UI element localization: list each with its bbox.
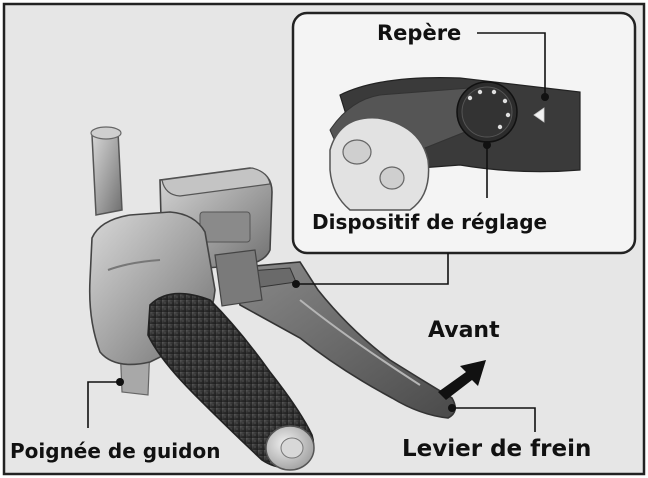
leader-dots (116, 93, 549, 412)
reference-mark (533, 107, 545, 123)
label-mark: Repère (377, 21, 461, 45)
label-forward: Avant (428, 318, 500, 343)
label-brake-lever: Levier de frein (402, 436, 591, 462)
inset-detail (291, 11, 637, 255)
label-adjuster: Dispositif de réglage (312, 210, 547, 234)
leader-lines (87, 32, 546, 432)
handlebar-grip (147, 292, 315, 471)
handlebar-tube (90, 126, 151, 396)
label-handlebar-grip: Poignée de guidon (10, 439, 220, 463)
forward-arrow (438, 360, 486, 400)
master-cylinder (159, 167, 273, 307)
